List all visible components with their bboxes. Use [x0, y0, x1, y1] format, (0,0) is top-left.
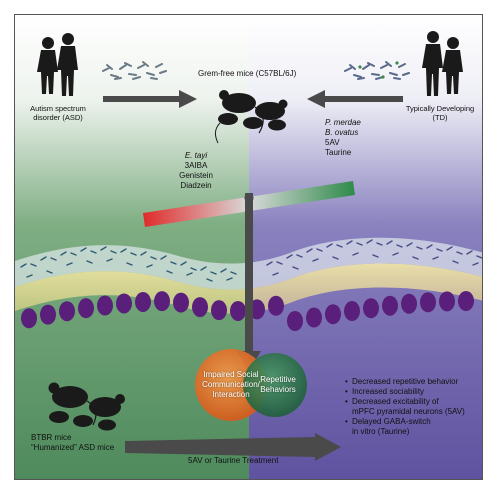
outcome-item: in vitro (Taurine) — [352, 427, 410, 436]
graphical-abstract: Autism spectrum disorder (ASD) Typically… — [14, 14, 483, 480]
td-factor: 5AV — [325, 138, 340, 147]
germ-free-label: Grem-free mice (C57BL/6J) — [198, 69, 297, 78]
asd-factor: Diadzein — [180, 181, 212, 190]
asd-factor: E. tayi — [184, 151, 208, 160]
td-label-line1: Typically Developing — [405, 104, 475, 113]
asd-factor-list: E. tayi 3AIBA Genistein Diadzein — [169, 151, 223, 191]
td-label-line2: (TD) — [432, 113, 448, 122]
asd-transfer-arrow — [103, 90, 197, 108]
epithelial-cell — [173, 292, 189, 313]
mucus-layer — [15, 263, 482, 314]
btbr-label: BTBR mice “Humanized” ASD mice — [31, 433, 114, 453]
diagram-canvas — [15, 15, 482, 479]
epithelial-cell — [363, 298, 379, 319]
repetitive-behaviors-label: Repetitive Behaviors — [251, 375, 305, 395]
microbiota-layer-microbes — [20, 246, 237, 282]
outcome-item: Decreased excitability of — [345, 397, 465, 407]
epithelial-cell — [211, 300, 227, 321]
impaired-social-label: Impaired Social Communication/ Interacti… — [195, 370, 267, 400]
asd-label: Autism spectrum disorder (ASD) — [17, 104, 99, 122]
repetitive-behaviors-circle — [243, 353, 307, 417]
epithelial-cell — [401, 293, 417, 314]
outcome-item: Increased sociability — [345, 387, 465, 397]
germ-free-mice-icon — [214, 90, 288, 144]
epithelial-cell — [325, 304, 341, 325]
outcome-item: Decreased repetitive behavior — [345, 377, 465, 387]
btbr-label-line2: “Humanized” ASD mice — [31, 443, 115, 452]
td-factor: P. merdae — [325, 118, 361, 127]
epithelial-cell — [154, 291, 170, 312]
td-factor: Taurine — [325, 148, 352, 157]
asd-microbes-icon — [102, 61, 167, 80]
treatment-arrow — [125, 433, 341, 461]
epithelial-cell — [268, 295, 284, 316]
asd-factor: 3AIBA — [184, 161, 208, 170]
asd-factor: Genistein — [179, 171, 213, 180]
asd-label-line2: disorder (ASD) — [33, 113, 83, 122]
epithelial-cell — [97, 295, 113, 316]
epithelial-cell — [78, 298, 94, 319]
td-factor-list: P. merdae B. ovatus 5AV Taurine — [325, 118, 361, 158]
td-label: Typically Developing (TD) — [397, 104, 482, 122]
btbr-mice-icon — [48, 382, 125, 431]
treatment-label: 5AV or Taurine Treatment — [188, 456, 279, 465]
impaired-social-line3: Interaction — [212, 390, 250, 399]
td-transfer-arrow — [307, 90, 403, 108]
microbiota-layer-microbes-td — [266, 239, 482, 276]
asd-label-line1: Autism spectrum — [30, 104, 86, 113]
outcome-item: mPFC pyramidal neurons (5AV) — [352, 407, 465, 416]
epithelial-cell — [21, 308, 37, 329]
epithelial-cell — [306, 307, 322, 328]
epithelial-cell — [59, 301, 75, 322]
epithelial-cell — [40, 304, 56, 325]
epithelial-cell — [230, 300, 246, 321]
td-factor: B. ovatus — [325, 128, 359, 137]
repetitive-line1: Repetitive — [260, 375, 296, 384]
epithelial-cell — [420, 292, 436, 313]
epithelial-cell — [287, 311, 303, 331]
btbr-label-line1: BTBR mice — [31, 433, 72, 442]
td-microbes-icon — [344, 61, 410, 80]
epithelial-cell — [344, 301, 360, 322]
outcome-item: Delayed GABA-switch — [345, 417, 465, 427]
outcome-list: Decreased repetitive behavior Increased … — [345, 377, 465, 437]
repetitive-line2: Behaviors — [260, 385, 296, 394]
epithelial-cell — [458, 291, 474, 312]
td-children-icon — [422, 31, 463, 96]
epithelial-cell — [116, 293, 132, 314]
epithelial-cell — [382, 295, 398, 316]
epithelial-cell — [192, 297, 208, 318]
epithelial-cell — [439, 291, 455, 312]
impaired-social-line2: Communication/ — [202, 380, 260, 389]
epithelial-cell — [135, 291, 151, 312]
asd-children-icon — [37, 33, 78, 96]
impaired-social-line1: Impaired Social — [203, 370, 259, 379]
